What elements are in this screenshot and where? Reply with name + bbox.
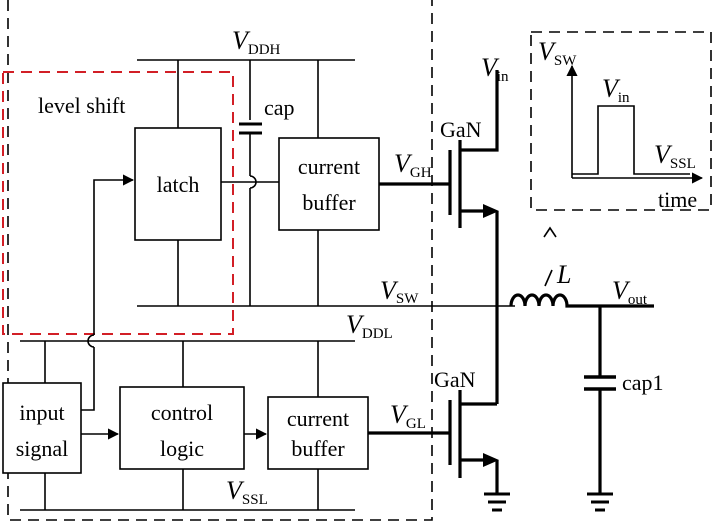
inset-vin-label: Vin	[602, 74, 630, 106]
level-shift-boundary	[2, 71, 234, 335]
current-buffer-low-label-1: current	[287, 406, 349, 431]
vgl-label: VGL	[390, 400, 426, 432]
vsw-waveform-inset	[530, 31, 712, 211]
inductor-l	[509, 269, 577, 308]
cap1-capacitor	[584, 306, 616, 512]
vddl-label: VDDL	[346, 310, 393, 342]
input-signal-label-1: input	[19, 400, 64, 425]
current-buffer-low-label-2: buffer	[291, 436, 345, 461]
control-logic-label-1: control	[151, 400, 213, 425]
vssl-label: VSSL	[226, 476, 268, 508]
current-buffer-high-label-2: buffer	[302, 190, 356, 215]
inset-vssl-label: VSSL	[654, 140, 696, 172]
vsw-waveform	[572, 105, 690, 175]
cap1-label: cap1	[622, 370, 664, 395]
vddh-label: VDDH	[232, 26, 281, 58]
current-buffer-low-block	[267, 396, 369, 470]
gan-high-transistor	[448, 70, 499, 306]
latch-label: latch	[157, 172, 200, 197]
inset-pointer	[543, 226, 557, 238]
cap-capacitor	[239, 122, 262, 306]
level-shift-label: level shift	[38, 93, 125, 118]
control-logic-block	[119, 386, 245, 470]
input-signal-block	[2, 382, 82, 474]
inset-vsw-label: VSW	[538, 37, 577, 69]
inductor-label: L	[556, 260, 571, 289]
vsw-label: VSW	[380, 276, 419, 307]
cap-label: cap	[264, 95, 295, 120]
current-buffer-high-label-1: current	[298, 154, 360, 179]
control-logic-label-2: logic	[160, 436, 204, 461]
gan-low-transistor	[448, 306, 510, 512]
gan-low-label: GaN	[434, 367, 476, 392]
vgh-label: VGH	[394, 149, 432, 181]
vout-label: Vout	[612, 276, 648, 308]
inset-time-label: time	[658, 187, 697, 212]
current-buffer-high-block	[278, 137, 380, 231]
gan-high-label: GaN	[440, 117, 482, 142]
driver-ic-boundary	[7, 0, 433, 521]
input-signal-label-2: signal	[16, 436, 69, 461]
vin-label: Vin	[481, 53, 509, 85]
